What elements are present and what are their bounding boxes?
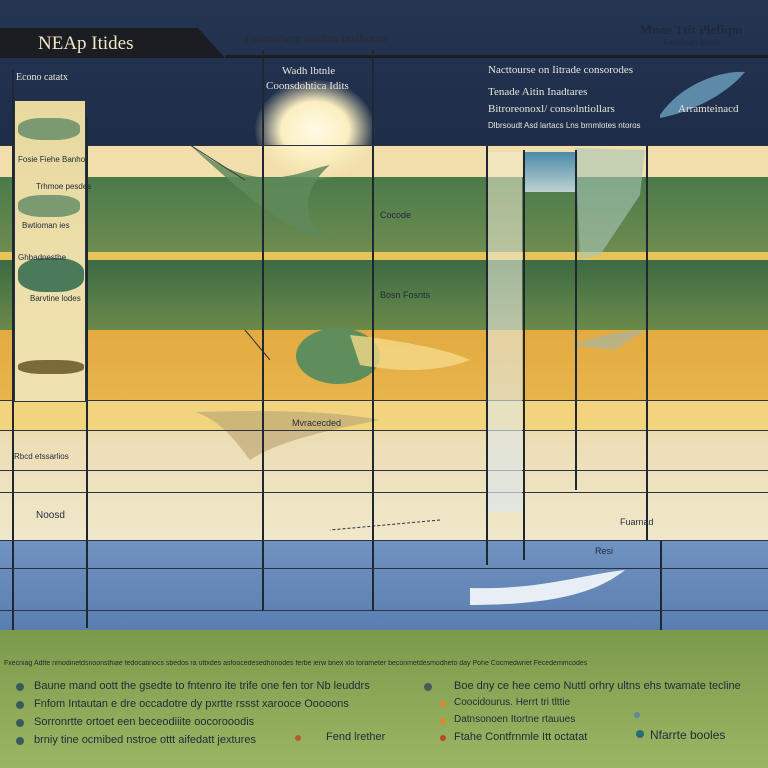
- footer-header: Fxecniag Adtte nmodinetdsnoonsthiae tedo…: [4, 660, 588, 667]
- yellow-stripe: [0, 252, 768, 260]
- footer-bullet: [16, 701, 24, 709]
- legend-item-3: Bwtioman ies: [22, 221, 70, 230]
- footer-item: Datnsonoen Itortne rtauues: [454, 714, 576, 725]
- center-label-1: Wadh lbtnle: [282, 65, 336, 77]
- footer-item: Baune mand oott the gsedte to fntenro it…: [34, 680, 370, 692]
- header-subtitle: Fsomarwce wodnts lxxthorns: [245, 31, 387, 45]
- grid-vline-7: [575, 150, 577, 490]
- footer-bullet: [440, 718, 446, 724]
- page-title: NEAp Itides: [38, 33, 134, 54]
- left-panel-heading: Econo catatx: [16, 72, 68, 83]
- left-label-1: Rbcd etssarlios: [14, 452, 69, 461]
- label-ravd: Fuarnad: [620, 517, 654, 527]
- water-sample: [525, 152, 575, 192]
- legend-swatch-4: [18, 360, 84, 374]
- sun-glow: [255, 80, 375, 180]
- grid-vline-4: [372, 50, 374, 610]
- beige-band: [0, 430, 768, 540]
- footer-item: Coocidourus. Herrt tri tlttie: [454, 697, 571, 708]
- grid-hline-1: [0, 145, 768, 146]
- right-panel-line-4: Dlbrsoudt Asd lartacs Lns brnmlotes ntor…: [488, 121, 641, 130]
- label-fons: Bosn Fosnts: [380, 290, 431, 300]
- footer-bullet: [16, 683, 24, 691]
- grid-hline-5: [0, 492, 768, 493]
- footer-bullet-far-right: [634, 712, 640, 718]
- grid-hline-4: [0, 470, 768, 471]
- footer-item: brniy tine ocmibed nstroe ottt aifedatt …: [34, 734, 256, 746]
- right-panel-line-1: Tenade Aitin Inadtares: [488, 86, 588, 98]
- footer-bullet-center: [295, 735, 301, 741]
- blue-band: [0, 540, 768, 630]
- grid-hline-2: [0, 400, 768, 401]
- legend-item-5: Barvtine lodes: [30, 294, 81, 303]
- footer-bullet: [16, 737, 24, 745]
- left-label-2: Noosd: [36, 510, 65, 521]
- grid-vline-9: [660, 540, 662, 630]
- top-right-subtitle: Fanntaan ltecds: [664, 38, 721, 47]
- footer-bullet: [440, 735, 446, 741]
- legend-swatch-1: [18, 118, 80, 140]
- footer-far-right-item: Nfarrte booles: [650, 728, 726, 742]
- legend-item-1: Fosie Fiehe Banho: [18, 155, 86, 164]
- legend-item-4: Ghbadnesthe: [18, 253, 67, 262]
- sky-band: [0, 0, 768, 145]
- label-cocoda: Cocode: [380, 210, 412, 220]
- right-panel-line-2: Bitroreonoxl/ consolntiollars: [488, 103, 615, 115]
- legend-swatch-3: [18, 258, 84, 292]
- grid-vline-1: [12, 70, 14, 630]
- footer-item: Ftahe Contfrnmle Itt octatat: [454, 731, 588, 743]
- grid-hline-8: [0, 610, 768, 611]
- footer-bullet: [424, 683, 432, 691]
- footer-bullet: [16, 719, 24, 727]
- header-rule: [225, 55, 768, 58]
- light-column: [488, 152, 522, 512]
- green-band-2: [0, 260, 768, 330]
- legend-column: [14, 100, 86, 402]
- legend-item-2: Trhmoe pesdes: [36, 182, 92, 191]
- grid-hline-3: [0, 430, 768, 431]
- grid-vline-8: [646, 145, 648, 540]
- grass-band: [0, 630, 768, 768]
- right-panel-title: Nacttourse on Iitrade consorodes: [488, 64, 634, 76]
- center-label-2: Coonsdohtica Idits: [266, 80, 349, 92]
- footer-item: Boe dny ce hee cemo Nuttl orhry ultns eh…: [454, 680, 741, 692]
- grid-vline-5: [486, 145, 488, 565]
- grid-hline-6: [0, 540, 768, 541]
- footer-bullet: [440, 701, 446, 707]
- right-panel-line-3: Arramteinacd: [678, 103, 739, 115]
- legend-swatch-2: [18, 195, 80, 217]
- light-yellow-band: [0, 400, 768, 430]
- footer-item: Fnfom Intautan e dre occadotre dy pxrtte…: [34, 698, 349, 710]
- grid-vline-6: [523, 150, 525, 560]
- label-resi: Resi: [595, 546, 614, 556]
- title-banner: [0, 28, 225, 58]
- footer-item: Sorronrtte ortoet een beceodiiite oocoro…: [34, 716, 255, 728]
- top-right-title: Mnae Ttit Plefiqm: [640, 22, 743, 37]
- footer-bullet-far-right-2: [636, 730, 644, 738]
- footer-center-item: Fend lrether: [326, 731, 386, 743]
- grid-hline-7: [0, 568, 768, 569]
- grid-vline-2: [86, 118, 88, 628]
- grid-vline-3: [262, 50, 264, 610]
- label-wranc: Mvracecded: [292, 418, 342, 428]
